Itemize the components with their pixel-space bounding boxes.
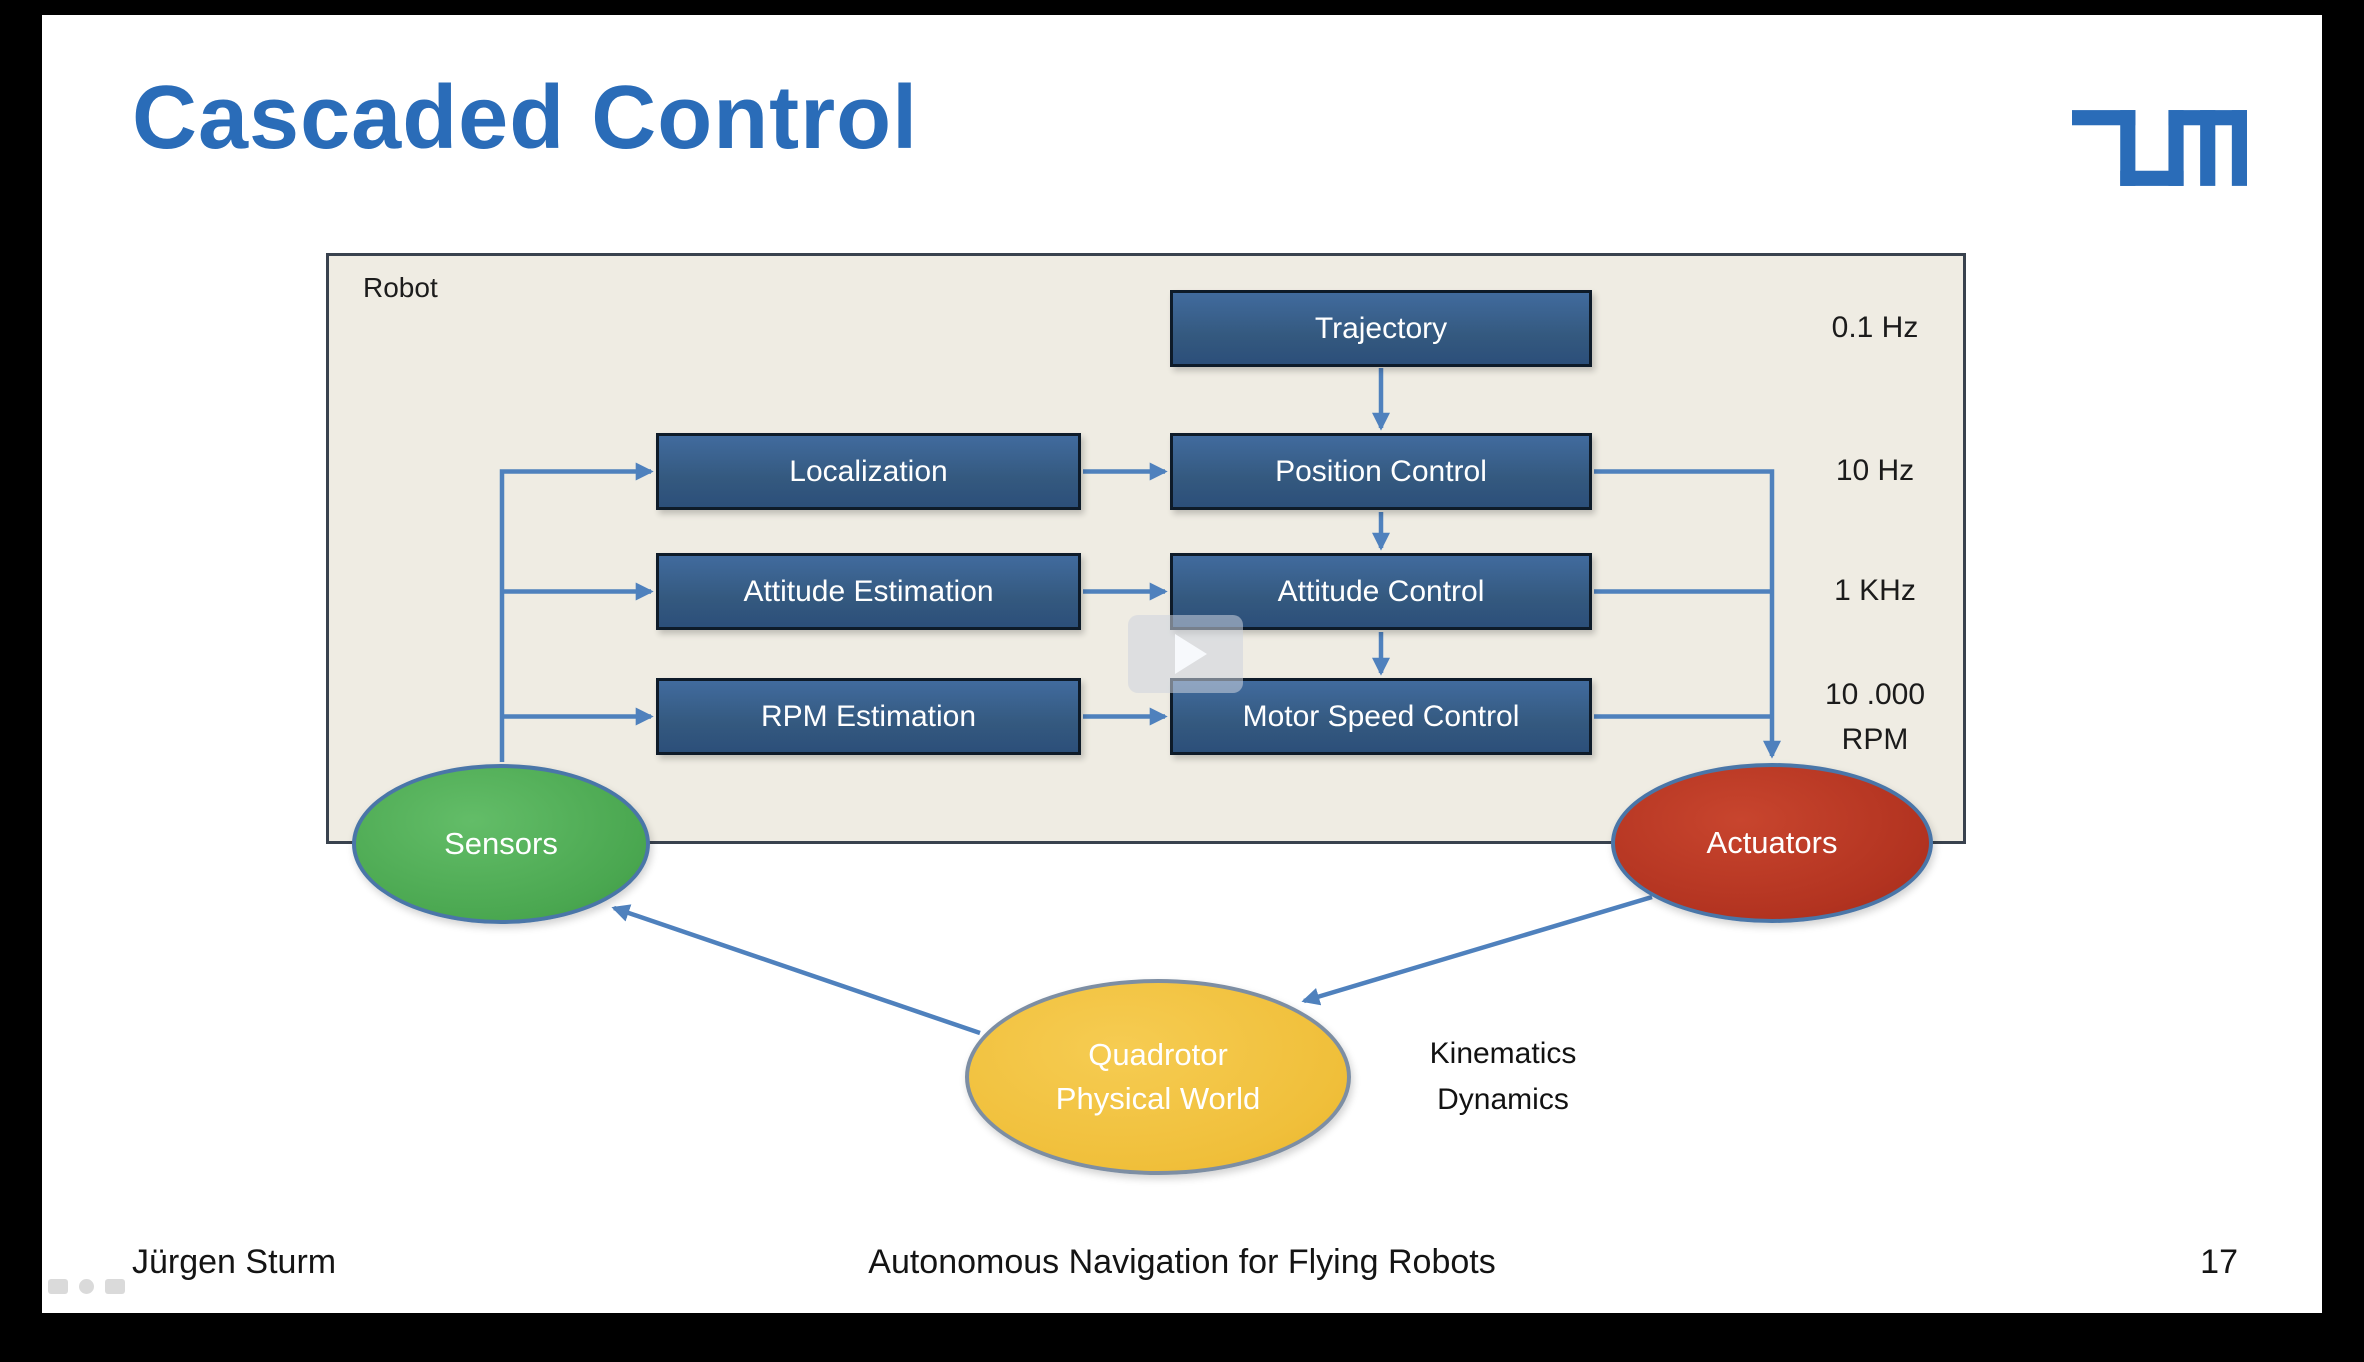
box-attitude-control: Attitude Control bbox=[1170, 553, 1592, 630]
box-trajectory: Trajectory bbox=[1170, 290, 1592, 367]
box-rpm-estimation: RPM Estimation bbox=[656, 678, 1081, 755]
box-localization-label: Localization bbox=[789, 454, 948, 488]
box-motor-speed-control-label: Motor Speed Control bbox=[1242, 699, 1520, 733]
rate-attitude-control: 1 KHz bbox=[1834, 574, 1916, 607]
node-sensors-label: Sensors bbox=[444, 826, 558, 861]
faint-corner-marks bbox=[48, 1279, 125, 1294]
rate-trajectory: 0.1 Hz bbox=[1831, 311, 1919, 344]
annotation-line1: Kinematics bbox=[1429, 1037, 1577, 1070]
arrow-quadrotor-to-sensors bbox=[611, 904, 981, 1036]
box-attitude-estimation-label: Attitude Estimation bbox=[743, 574, 994, 608]
box-trajectory-label: Trajectory bbox=[1314, 311, 1448, 345]
page-title: Cascaded Control bbox=[132, 68, 919, 168]
node-quadrotor-label-line2: Physical World bbox=[1055, 1081, 1261, 1116]
box-rpm-estimation-label: RPM Estimation bbox=[760, 699, 977, 733]
node-sensors: Sensors bbox=[352, 764, 650, 924]
node-quadrotor-label-line1: Quadrotor bbox=[1088, 1037, 1228, 1072]
rate-motor-speed-line2: RPM bbox=[1841, 723, 1909, 756]
footer-page-number: 17 bbox=[2200, 1243, 2238, 1281]
video-play-overlay[interactable] bbox=[1128, 615, 1243, 693]
box-position-control-label: Position Control bbox=[1275, 454, 1487, 488]
faint-mark-icon bbox=[105, 1279, 125, 1294]
robot-panel: Robot bbox=[326, 253, 1966, 844]
node-actuators-label: Actuators bbox=[1706, 825, 1838, 860]
arrow-actuators-to-quadrotor bbox=[1301, 894, 1653, 1006]
kinematics-dynamics-annotation: Kinematics Dynamics bbox=[1343, 1031, 1663, 1123]
slide: Cascaded Control Robot bbox=[42, 15, 2322, 1313]
rate-motor-speed-line1: 10 .000 bbox=[1824, 678, 1926, 711]
box-attitude-estimation: Attitude Estimation bbox=[656, 553, 1081, 630]
box-motor-speed-control: Motor Speed Control bbox=[1170, 678, 1592, 755]
robot-panel-label: Robot bbox=[363, 272, 438, 303]
node-quadrotor-physical-world: Quadrotor Physical World bbox=[965, 979, 1351, 1175]
faint-mark-icon bbox=[48, 1279, 68, 1294]
annotation-line2: Dynamics bbox=[1437, 1083, 1569, 1116]
connector-arrows bbox=[499, 368, 1781, 1036]
rate-position-control: 10 Hz bbox=[1835, 454, 1915, 487]
box-attitude-control-label: Attitude Control bbox=[1277, 574, 1485, 608]
arrow-position-control-to-actuators bbox=[1594, 469, 1781, 759]
box-position-control: Position Control bbox=[1170, 433, 1592, 510]
footer-course-title: Autonomous Navigation for Flying Robots bbox=[868, 1243, 1496, 1281]
node-actuators: Actuators bbox=[1611, 763, 1933, 923]
faint-mark-icon bbox=[79, 1279, 94, 1294]
play-icon bbox=[1174, 634, 1207, 674]
rate-motor-speed: 10 .000 RPM bbox=[1745, 672, 2005, 762]
arrow-sensors-to-localization bbox=[499, 462, 654, 762]
box-localization: Localization bbox=[656, 433, 1081, 510]
tum-logo bbox=[2072, 110, 2247, 186]
footer-author: Jürgen Sturm bbox=[132, 1243, 337, 1281]
